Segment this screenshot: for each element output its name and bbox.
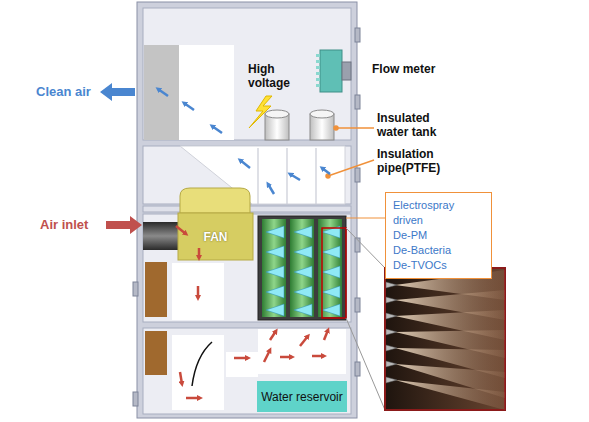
fan-label: FAN — [204, 230, 228, 244]
function-box: Electrospray drivenDe-PMDe-BacteriaDe-TV… — [385, 192, 492, 279]
air-channel — [172, 263, 224, 320]
water-reservoir: Water reservoir — [257, 381, 347, 412]
part-label: High voltage — [248, 62, 300, 90]
air-channel — [172, 335, 224, 410]
outlet-panel — [179, 45, 234, 140]
outlet-grille — [144, 45, 179, 140]
spray-photo — [385, 268, 505, 410]
part-label: Insulated water tank — [377, 111, 457, 139]
air-channel — [258, 329, 346, 374]
flow-meter — [316, 50, 351, 92]
function-line: De-TVOCs — [393, 258, 484, 273]
part-label: Insulation pipe(PTFE) — [377, 147, 457, 175]
air-inlet-arrow — [106, 216, 142, 234]
fan-housing — [180, 188, 250, 213]
reservoir-label: Water reservoir — [261, 390, 343, 404]
compartment — [143, 8, 351, 140]
part-label: Flow meter — [372, 62, 462, 76]
function-line: De-Bacteria — [393, 243, 484, 258]
brown-block — [145, 331, 167, 375]
clean-air-arrow — [100, 83, 135, 101]
water-tank — [310, 110, 334, 140]
bracket-line — [346, 218, 385, 219]
brown-block — [145, 262, 167, 317]
leader-lines — [326, 126, 374, 178]
electrospray-module — [258, 216, 346, 320]
fan-body — [178, 213, 253, 260]
fan-box: FAN — [178, 213, 253, 260]
clean-flow-arrows — [158, 89, 330, 194]
ptfe-pipes — [258, 148, 316, 204]
side-knobs — [133, 28, 360, 406]
function-line: Electrospray driven — [393, 198, 484, 228]
dirty-flow-arrows — [176, 226, 328, 398]
water-tank — [265, 110, 289, 140]
compartment — [143, 214, 351, 322]
flow-label: Clean air — [36, 85, 106, 99]
air-channel — [226, 352, 258, 377]
flow-label: Air inlet — [40, 218, 110, 232]
baffle — [192, 342, 212, 386]
cabinet-frame — [137, 2, 357, 418]
compartment — [143, 328, 351, 414]
function-line: De-PM — [393, 228, 484, 243]
zoom-lines — [346, 228, 385, 410]
